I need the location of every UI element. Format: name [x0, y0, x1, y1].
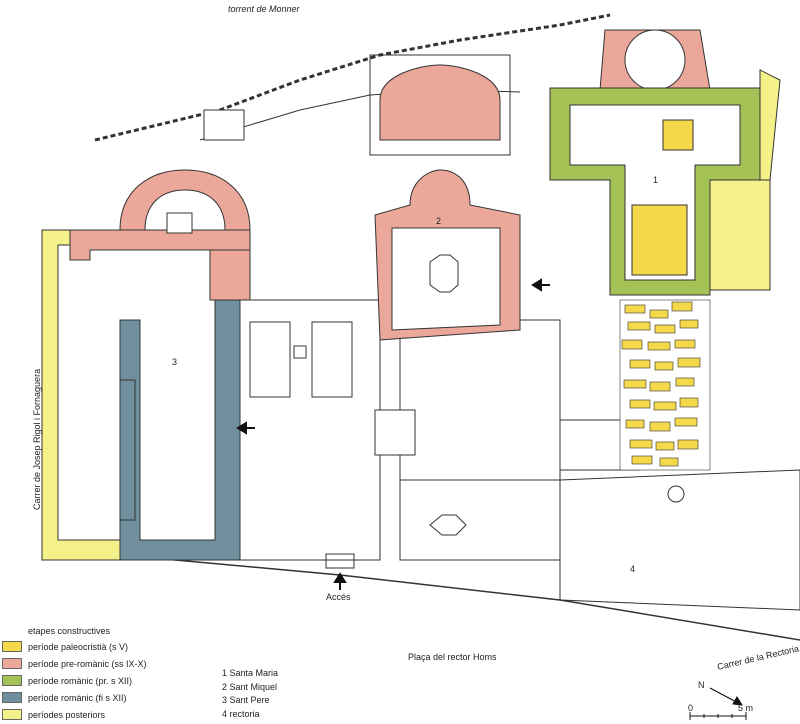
- legend-item-pre-romanic: període pre-romànic (ss IX-X): [2, 655, 202, 672]
- legend-label: període romànic (pr. s XII): [28, 675, 133, 686]
- courtyard-block-b: [311, 321, 353, 398]
- scale-bar: [689, 712, 747, 720]
- building-number-3: 3: [172, 357, 177, 367]
- lanes: [234, 299, 641, 561]
- stairs-mid: [374, 409, 416, 456]
- sant-pere-apse: [119, 169, 251, 231]
- round-feature: [667, 485, 685, 503]
- entrance-arrows: [236, 278, 550, 590]
- courtyard-well: [293, 345, 307, 359]
- building-number-2: 2: [436, 216, 441, 226]
- north-boundary-wall: [94, 13, 611, 142]
- sant-pere-blue-walls: [119, 299, 241, 561]
- legend-label: període paleocristià (s V): [28, 641, 129, 652]
- street-label-bottom-right: Carrer de la Rectoria: [716, 643, 800, 672]
- front-wall: [119, 554, 800, 641]
- santa-maria-rotunda: [624, 29, 686, 91]
- building-key-item: 4 rectoria: [222, 708, 260, 719]
- santa-maria-east-annex: [709, 179, 771, 291]
- plan-inset: [379, 64, 501, 141]
- north-label: N: [698, 680, 705, 690]
- legend-swatch: [2, 692, 22, 703]
- legend-item-paleocristian: període paleocristià (s V): [2, 638, 202, 655]
- sant-pere-pink-walls: [69, 229, 251, 301]
- scale-end: 5 m: [738, 703, 753, 713]
- legend-item-later: períodes posteriors: [2, 706, 202, 723]
- sant-pere-altar: [166, 212, 193, 234]
- courtyard-block-a: [249, 321, 291, 398]
- building-number-4: 4: [630, 564, 635, 574]
- north-arrow: [709, 687, 743, 706]
- access-label: Accés: [326, 592, 351, 602]
- santa-maria-yellow-base: [631, 204, 688, 276]
- hexagon-feature: [429, 514, 467, 536]
- legend-item-romanic-early: període romànic (pr. s XII): [2, 672, 202, 689]
- street-label-bottom: Plaça del rector Homs: [408, 652, 497, 662]
- scale-zero: 0: [688, 703, 693, 713]
- legend: etapes constructives període paleocristi…: [2, 624, 202, 723]
- access-gate: [325, 553, 355, 569]
- legend-swatch: [2, 641, 22, 652]
- legend-swatch: [2, 709, 22, 720]
- santa-maria-interior: [569, 104, 741, 281]
- legend-label: període romànic (fi s XII): [28, 692, 127, 703]
- burial-area: [619, 299, 711, 471]
- plan-inset-frame: [369, 54, 511, 156]
- sant-pere-yellow-walls: [41, 229, 121, 561]
- legend-item-romanic-late: període romànic (fi s XII): [2, 689, 202, 706]
- legend-label: períodes posteriors: [28, 709, 106, 720]
- rectory-outline: [559, 469, 800, 611]
- street-label-left: Carrer de Josep Rigol i Fornaguera: [32, 369, 42, 510]
- building-key-item: 1 Santa Maria: [222, 668, 279, 678]
- legend-title: etapes constructives: [28, 626, 111, 636]
- santa-maria-altar: [662, 119, 694, 151]
- street-label-top: torrent de Monner: [228, 4, 301, 14]
- legend-label: període pre-romànic (ss IX-X): [28, 658, 147, 669]
- building-key-item: 3 Sant Pere: [222, 695, 270, 705]
- legend-swatch: [2, 675, 22, 686]
- sant-miquel-octagon: [429, 254, 459, 293]
- stairs-north: [203, 109, 245, 141]
- building-key-item: 2 Sant Miquel: [222, 681, 278, 692]
- legend-swatch: [2, 658, 22, 669]
- santa-maria-yellow-wing: [759, 69, 781, 181]
- building-key: 1 Santa Maria 2 Sant Miquel 3 Sant Pere …: [222, 667, 278, 721]
- building-number-1: 1: [653, 175, 658, 185]
